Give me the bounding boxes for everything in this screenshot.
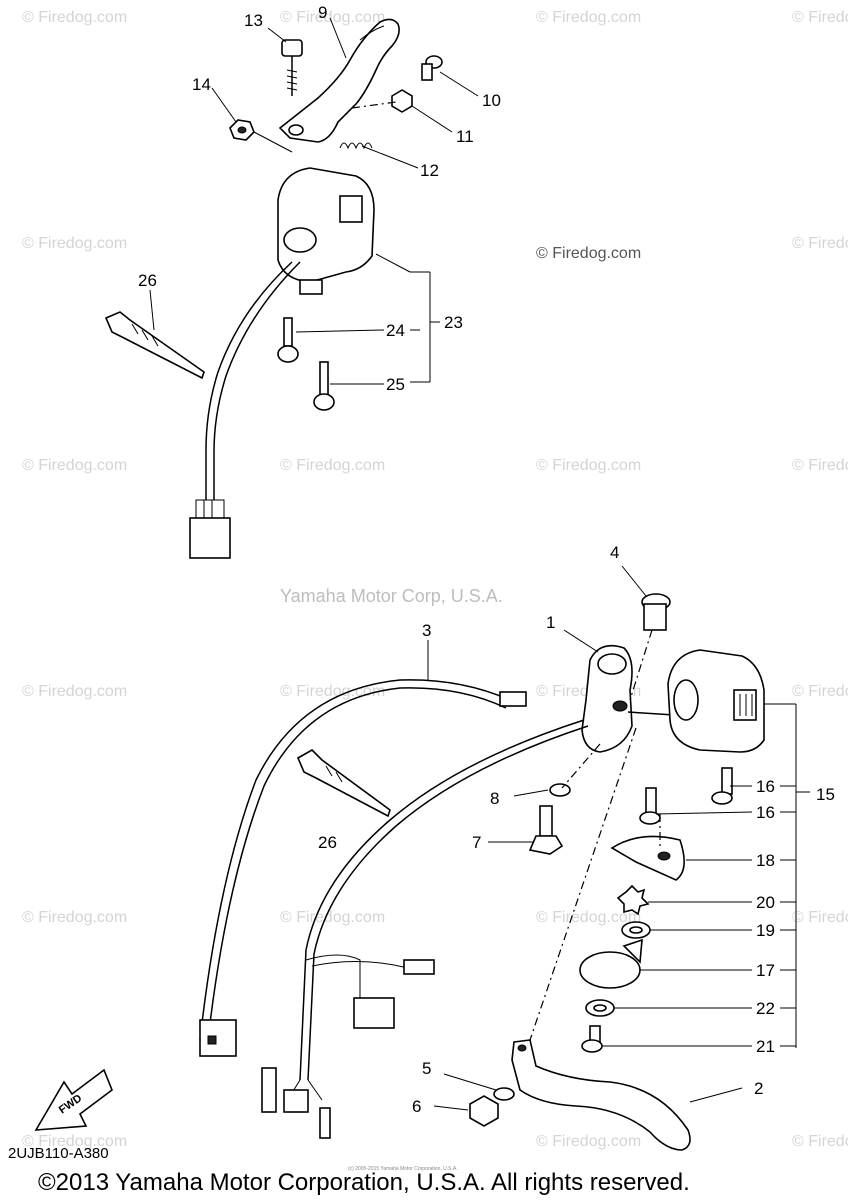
diagram-code: 2UJB110-A380 [8, 1145, 109, 1162]
watermark-text: © Firedog.com [536, 9, 641, 26]
watermark-text: © Firedog.com [792, 235, 848, 252]
callout-10: 10 [482, 91, 501, 110]
cable-tie-upper [104, 311, 205, 380]
watermark-text: © Firedog.com [536, 457, 641, 474]
callout-25: 25 [386, 375, 405, 394]
lever-part-2 [511, 1039, 691, 1151]
watermark-text: © Firedog.com [22, 457, 127, 474]
watermark-text: © Firedog.com [280, 9, 385, 26]
switch-housing-15 [667, 649, 765, 753]
callout-19: 19 [756, 921, 775, 940]
watermark-text: © Firedog.com [22, 909, 127, 926]
tiny-notice: (c) 2005-2015 Yamaha Motor Corporation, … [348, 1166, 458, 1172]
callout-24: 24 [386, 321, 405, 340]
callout-16-b: 16 [756, 803, 775, 822]
callout-4: 4 [610, 543, 619, 562]
watermark-text: © Firedog.com [792, 909, 848, 926]
callout-1: 1 [546, 613, 555, 632]
watermark-layer: © Firedog.com © Firedog.com © Firedog.co… [22, 9, 848, 1150]
callout-7: 7 [472, 833, 481, 852]
leader-lines [149, 17, 810, 1111]
callout-16-a: 16 [756, 777, 775, 796]
watermark-text: © Firedog.com [536, 1133, 641, 1150]
watermark-text: © Firedog.com [280, 683, 385, 700]
callout-20: 20 [756, 893, 775, 912]
callout-12: 12 [420, 161, 439, 180]
fwd-arrow-icon [34, 1068, 113, 1131]
copyright-notice: ©2013 Yamaha Motor Corporation, U.S.A. A… [38, 1169, 690, 1196]
callouts: 13 9 14 10 11 12 26 23 24 25 4 1 3 8 7 2… [138, 3, 835, 1116]
callout-15: 15 [816, 785, 835, 804]
callout-8: 8 [490, 789, 499, 808]
watermark-text: © Firedog.com [22, 235, 127, 252]
center-watermark: Yamaha Motor Corp, U.S.A. [280, 586, 503, 606]
callout-5: 5 [422, 1059, 431, 1078]
callout-21: 21 [756, 1037, 775, 1056]
watermark-text: © Firedog.com [792, 683, 848, 700]
callout-18: 18 [756, 851, 775, 870]
callout-26-lower: 26 [318, 833, 337, 852]
callout-2: 2 [754, 1079, 763, 1098]
cable-tie-lower [296, 749, 391, 818]
callout-17: 17 [756, 961, 775, 980]
watermark-text: © Firedog.com [280, 457, 385, 474]
callout-9: 9 [318, 3, 327, 22]
callout-26-upper: 26 [138, 271, 157, 290]
watermark-text: © Firedog.com [792, 1133, 848, 1150]
lower-assembly: FWD [34, 593, 765, 1151]
switch-housing-23 [277, 167, 375, 283]
callout-6: 6 [412, 1097, 421, 1116]
watermark-text: © Firedog.com [792, 457, 848, 474]
watermark-text: © Firedog.com [536, 909, 641, 926]
callout-13: 13 [244, 11, 263, 30]
watermark-text: © Firedog.com [22, 683, 127, 700]
callout-22: 22 [756, 999, 775, 1018]
callout-11: 11 [456, 127, 474, 146]
callout-14: 14 [192, 75, 211, 94]
watermark-prominent: © Firedog.com [536, 245, 641, 262]
watermark-text: © Firedog.com [792, 9, 848, 26]
lever-part-9 [278, 18, 400, 143]
watermark-text: © Firedog.com [280, 909, 385, 926]
watermark-text: © Firedog.com [22, 1133, 127, 1150]
callout-23: 23 [444, 313, 463, 332]
upper-assembly [104, 18, 443, 559]
watermark-text: © Firedog.com [22, 9, 127, 26]
callout-3: 3 [422, 621, 431, 640]
